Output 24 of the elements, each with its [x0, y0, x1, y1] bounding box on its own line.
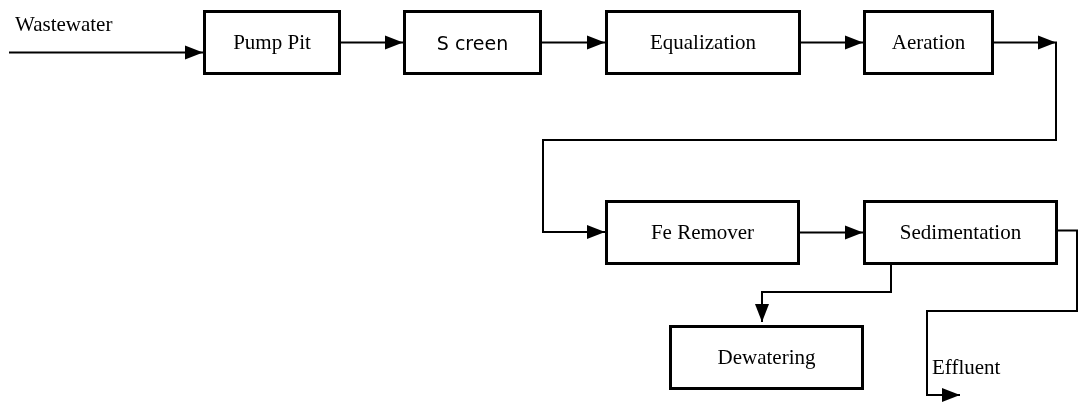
process-label: Sedimentation	[899, 220, 1022, 245]
flow-arrow	[8, 45, 204, 60]
process-label: Pump Pit	[233, 30, 311, 55]
flow-arrow	[340, 35, 404, 50]
process-label: Aeration	[891, 30, 966, 55]
process-label: Fe Remover	[650, 220, 755, 245]
process-box	[863, 200, 1058, 265]
process-label: S creen	[436, 31, 509, 54]
flow-arrow	[800, 35, 864, 50]
flow-arrow	[542, 35, 1057, 239]
flow-arrow	[755, 264, 892, 323]
process-box	[203, 10, 341, 75]
edge-label: Effluent	[932, 355, 1001, 380]
process-box	[605, 10, 801, 75]
edge-label: Wastewater	[15, 12, 113, 37]
flow-arrow	[926, 229, 1078, 402]
process-box	[403, 10, 542, 75]
process-label: Equalization	[649, 30, 757, 55]
process-box	[605, 200, 800, 265]
process-label: Dewatering	[717, 345, 816, 370]
process-box	[669, 325, 864, 390]
process-box	[863, 10, 994, 75]
flow-arrow	[541, 35, 606, 50]
flow-arrow	[799, 225, 864, 240]
